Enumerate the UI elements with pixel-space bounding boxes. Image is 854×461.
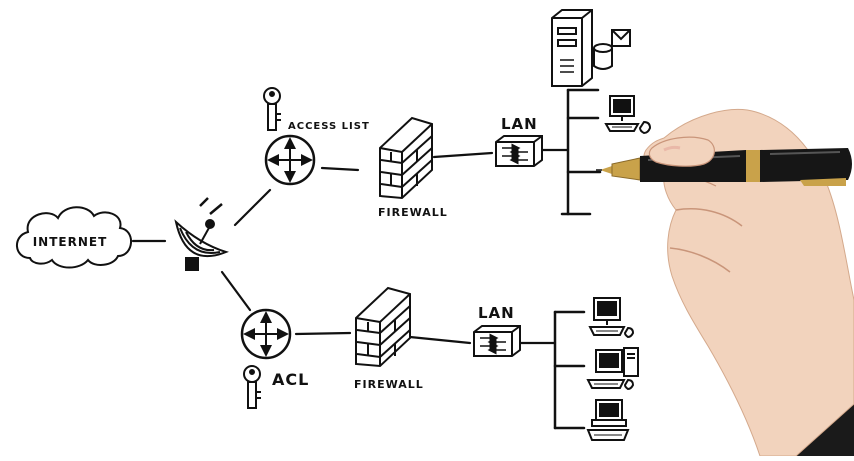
key-icon — [263, 87, 281, 131]
envelope-icon — [611, 29, 631, 47]
satellite-dish-icon — [174, 197, 230, 271]
firewall-top: FIREWALL — [378, 116, 448, 219]
database-icon — [593, 43, 613, 70]
lan-label: LAN — [478, 304, 515, 322]
firewall-icon — [379, 116, 433, 200]
switch-icon — [473, 325, 521, 357]
lan-label: LAN — [501, 115, 538, 133]
access-list: ACCESS LIST — [263, 87, 370, 132]
switch-icon — [495, 135, 543, 167]
firewall-label: FIREWALL — [354, 378, 424, 391]
server-group — [551, 9, 631, 87]
desktop-computer-icon — [586, 347, 639, 391]
link-router-firewall-top — [320, 166, 360, 172]
router-bottom — [240, 308, 292, 360]
server-icon — [551, 9, 593, 87]
desktop-computer-icon — [588, 297, 635, 339]
thumb — [648, 136, 715, 167]
cloud-icon — [16, 206, 132, 269]
lan-bus-top — [560, 88, 602, 216]
link-firewall-lan-bottom — [408, 335, 472, 345]
router-top — [264, 134, 316, 186]
lan-top: LAN — [495, 115, 543, 167]
desktop-computer-icon — [586, 399, 630, 441]
link-firewall-lan-top — [432, 151, 494, 159]
firewall-bottom: FIREWALL — [354, 286, 424, 391]
key-icon — [243, 365, 261, 409]
acl: ACL — [243, 365, 309, 409]
firewall-icon — [355, 286, 411, 368]
access-list-label: ACCESS LIST — [288, 121, 370, 132]
connections — [131, 148, 570, 345]
hand-with-pen — [596, 109, 854, 457]
lan-bottom: LAN — [473, 304, 521, 357]
acl-label: ACL — [272, 370, 309, 389]
link-dish-router-top — [233, 188, 272, 227]
pen — [596, 148, 852, 186]
internet-label: INTERNET — [33, 235, 108, 249]
desktop-computer-icon — [604, 95, 652, 135]
firewall-label: FIREWALL — [378, 206, 448, 219]
lan-bus-bottom — [553, 310, 586, 430]
link-router-firewall-bottom — [294, 331, 352, 336]
internet-cloud: INTERNET — [16, 206, 132, 269]
link-dish-router-bottom — [220, 270, 252, 312]
